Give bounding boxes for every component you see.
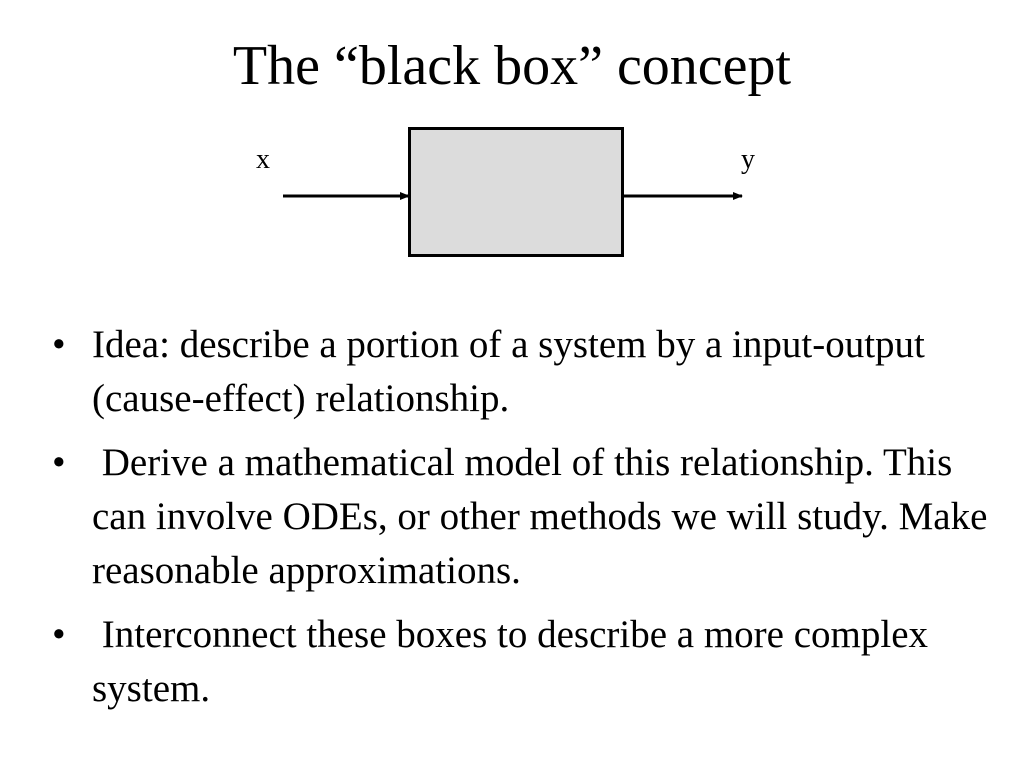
bullet-text: Idea: describe a portion of a system by … [92, 323, 925, 420]
bullet-icon: • [52, 613, 66, 656]
slide-title: The “black box” concept [232, 35, 792, 97]
output-label: y [741, 144, 755, 175]
bullet-list: • Idea: describe a portion of a system b… [52, 318, 1007, 726]
bullet-text: Derive a mathematical model of this rela… [92, 441, 998, 592]
bullet-item-interconnect: • Interconnect these boxes to describe a… [52, 608, 1007, 716]
black-box [408, 127, 624, 257]
bullet-icon: • [52, 323, 66, 366]
diagram-canvas [283, 127, 743, 257]
bullet-text: Interconnect these boxes to describe a m… [92, 613, 938, 710]
bullet-item-derive: • Derive a mathematical model of this re… [52, 436, 1007, 598]
input-label: x [256, 144, 270, 175]
bullet-item-idea: • Idea: describe a portion of a system b… [52, 318, 1007, 426]
black-box-diagram: x y [0, 0, 1024, 300]
bullet-icon: • [52, 441, 66, 484]
